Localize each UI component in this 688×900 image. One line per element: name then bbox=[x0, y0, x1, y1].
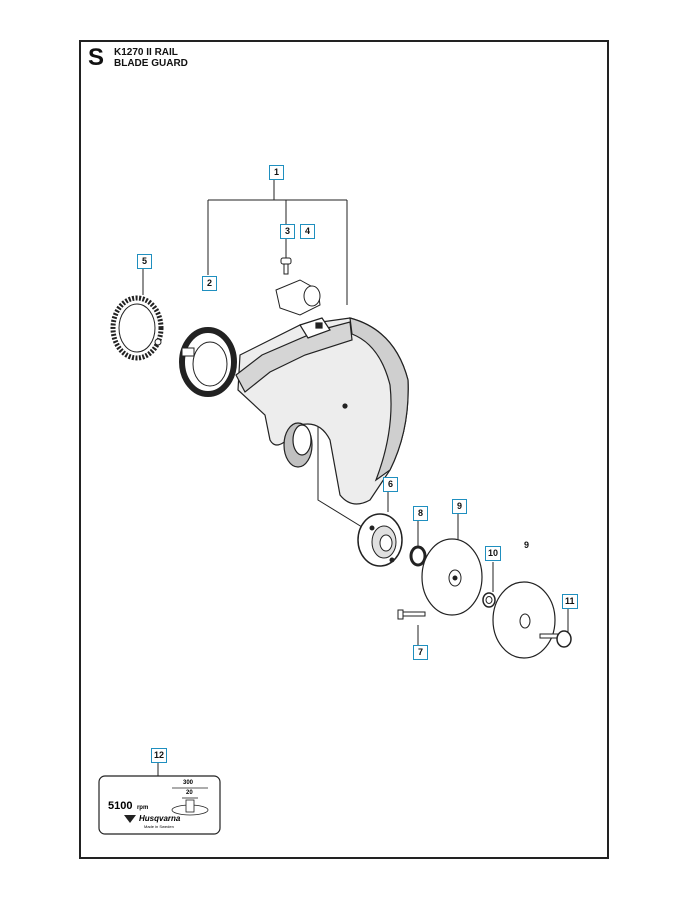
callout-7: 7 bbox=[413, 645, 428, 660]
washer-part bbox=[409, 545, 427, 567]
callout-3: 3 bbox=[280, 224, 295, 239]
label-9-secondary: 9 bbox=[524, 540, 530, 550]
callout-11: 11 bbox=[562, 594, 578, 609]
callout-4: 4 bbox=[300, 224, 315, 239]
rpm-decal-part bbox=[98, 775, 221, 835]
decal-speed-value: 5100 bbox=[108, 800, 133, 812]
screw-part bbox=[280, 257, 292, 275]
center-bolt-part bbox=[539, 630, 572, 648]
drawing-frame bbox=[79, 40, 609, 859]
page-title: K1270 II RAIL BLADE GUARD bbox=[114, 47, 188, 69]
callout-2: 2 bbox=[202, 276, 217, 291]
bolt-part bbox=[397, 609, 426, 620]
callout-12: 12 bbox=[151, 748, 168, 763]
callout-9: 9 bbox=[452, 499, 467, 514]
assembly-axis bbox=[317, 420, 376, 536]
toothed-ring-part bbox=[110, 295, 164, 361]
outer-disc-part bbox=[492, 581, 556, 659]
model-name: K1270 II RAIL bbox=[114, 47, 178, 58]
decal-brand: Husqvarna bbox=[139, 814, 181, 823]
decal-outer-diameter: 300 bbox=[183, 780, 194, 786]
bearing-ring-part bbox=[179, 327, 237, 397]
inner-disc-part bbox=[421, 538, 483, 616]
adjust-knob-part bbox=[275, 279, 321, 316]
spacer-part bbox=[482, 592, 496, 608]
decal-speed-unit: rpm bbox=[136, 805, 149, 811]
assembly-name: BLADE GUARD bbox=[114, 58, 188, 69]
callout-10: 10 bbox=[485, 546, 502, 561]
flange-part bbox=[357, 513, 403, 567]
blade-guard-part bbox=[235, 317, 409, 505]
decal-origin: Made in Sweden bbox=[144, 824, 174, 829]
section-letter: S bbox=[88, 44, 105, 71]
callout-1: 1 bbox=[269, 165, 284, 180]
callout-6: 6 bbox=[383, 477, 398, 492]
callout-5: 5 bbox=[137, 254, 152, 269]
decal-speed: 5100 rpm bbox=[108, 796, 148, 814]
decal-bore-diameter: 20 bbox=[186, 790, 193, 796]
callout-8: 8 bbox=[413, 506, 428, 521]
